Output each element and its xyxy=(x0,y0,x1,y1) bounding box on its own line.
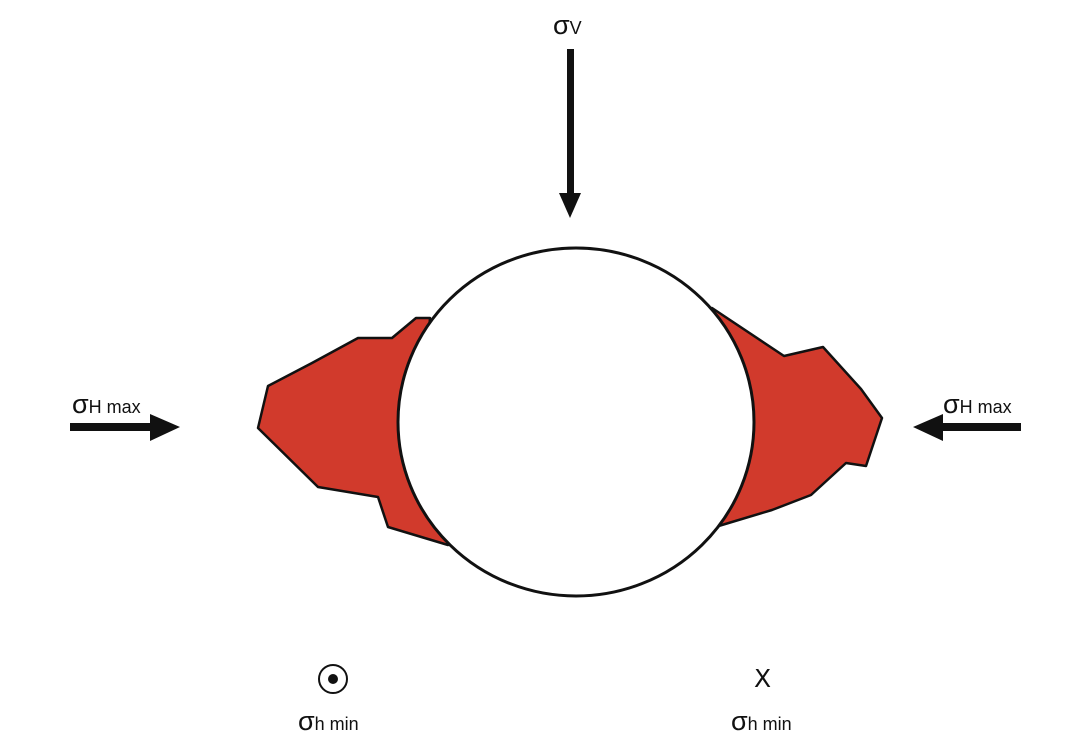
sigma-hmax-right-label: σH max xyxy=(943,391,1012,418)
sigma-v-subscript: V xyxy=(569,18,582,38)
sigma-hmin-right-label: σh min xyxy=(731,708,792,735)
borehole-circle xyxy=(396,246,756,598)
sigma-hmax-left-subscript: H max xyxy=(88,397,141,417)
sigma-hmax-left-arrow xyxy=(70,414,180,441)
sigma-v-label: σV xyxy=(553,12,582,39)
sigma-hmin-right-symbol: σ xyxy=(731,706,748,736)
sigma-hmin-left-symbol: σ xyxy=(298,706,315,736)
sigma-hmax-right-subscript: H max xyxy=(959,397,1012,417)
into-page-x-icon: X xyxy=(754,664,772,693)
sigma-hmin-right-subscript: h min xyxy=(747,714,792,734)
circled-dot-icon xyxy=(318,664,348,694)
sigma-hmin-left-label: σh min xyxy=(298,708,359,735)
sigma-v-arrow xyxy=(559,49,581,218)
sigma-hmax-right-symbol: σ xyxy=(943,389,960,419)
sigma-hmax-left-label: σH max xyxy=(72,391,141,418)
sigma-hmax-right-arrow xyxy=(913,414,1021,441)
sigma-hmin-left-subscript: h min xyxy=(314,714,359,734)
sigma-hmax-left-symbol: σ xyxy=(72,389,89,419)
sigma-v-symbol: σ xyxy=(553,10,570,40)
